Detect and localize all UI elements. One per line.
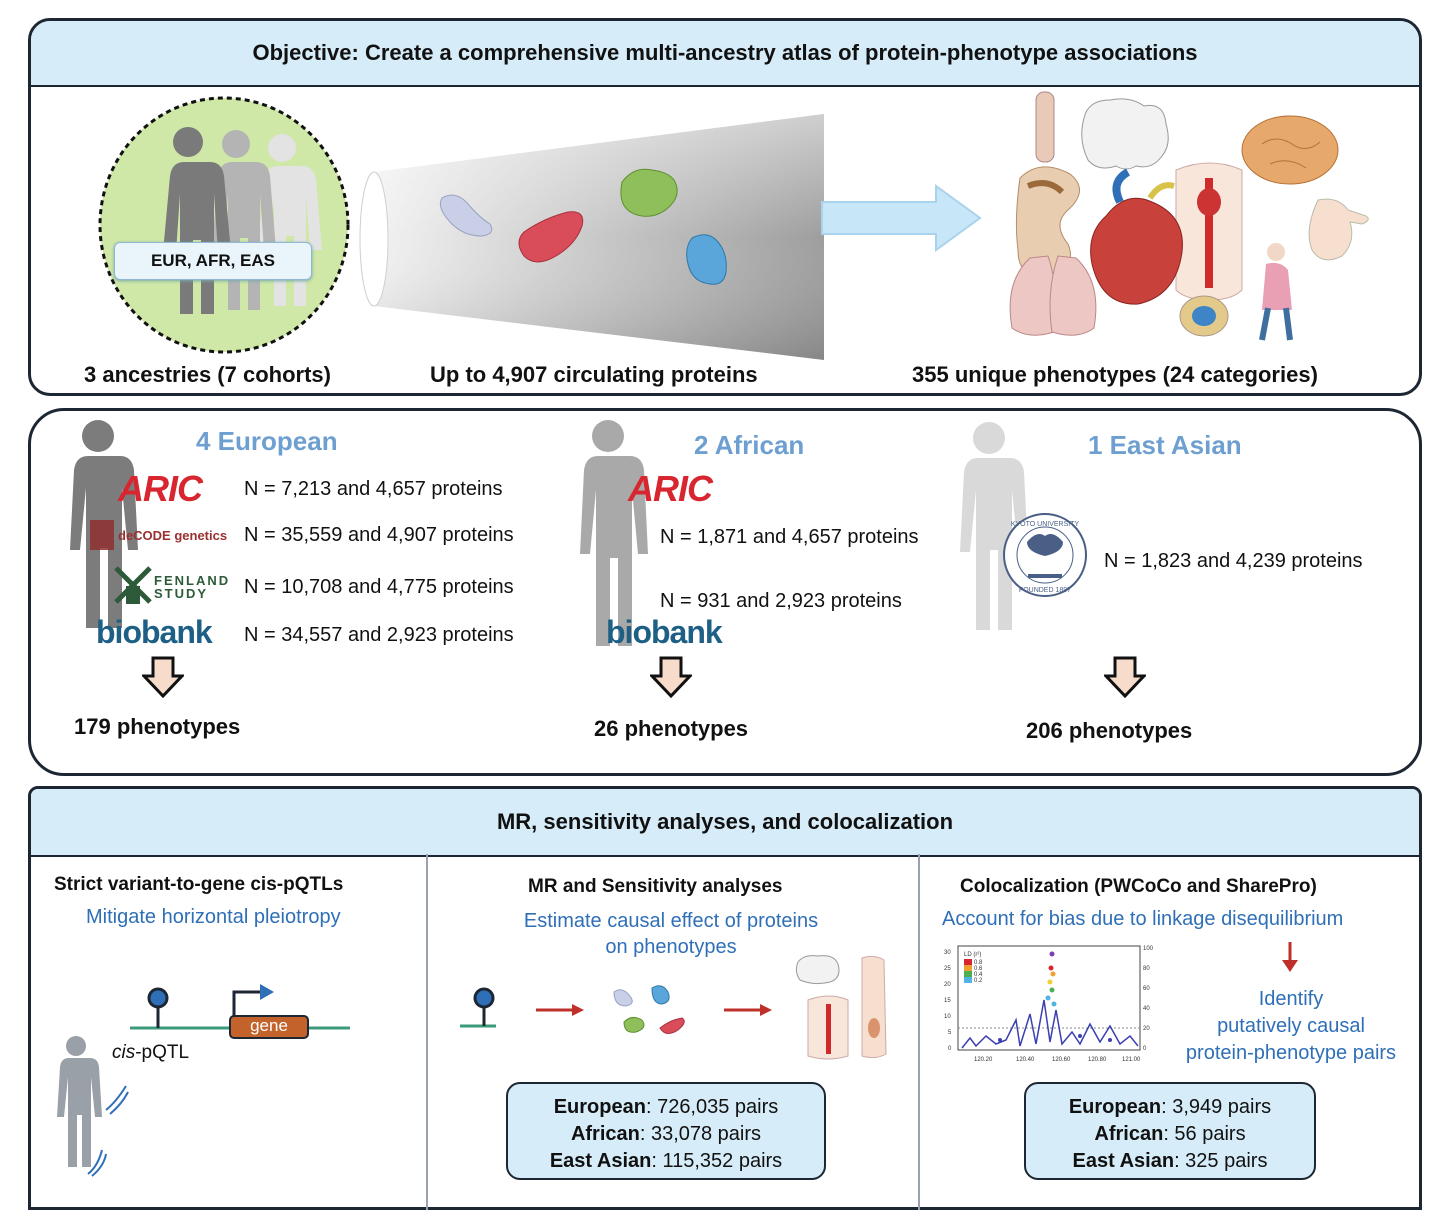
mr-subtitle: Estimate causal effect of proteins on ph…	[523, 910, 819, 958]
gene-diagram	[130, 984, 350, 1039]
column-divider	[918, 854, 920, 1210]
african-result: 26 phenotypes	[594, 716, 749, 741]
analysis-title: MR, sensitivity analyses, and colocaliza…	[31, 789, 1419, 857]
down-red-arrow-icon	[1282, 942, 1298, 972]
caption-phenotypes: 355 unique phenotypes (24 categories)	[912, 362, 1318, 387]
lungs-icon	[1009, 255, 1097, 336]
down-arrow-icon	[1104, 656, 1146, 698]
afr-biobank-text: N = 931 and 2,923 proteins	[660, 590, 902, 612]
person-dna-icon	[57, 1036, 129, 1177]
mr-stat-european: European: 726,035 pairs	[553, 1096, 779, 1118]
hand-icon	[1308, 198, 1369, 261]
flow-arrow	[821, 184, 982, 252]
svg-text:120.20: 120.20	[974, 1057, 993, 1063]
cis-pqtl-heading: Strict variant-to-gene cis-pQTLs	[54, 874, 344, 895]
down-arrow-icon	[142, 656, 184, 698]
coloc-heading: Colocalization (PWCoCo and SharePro)	[960, 876, 1317, 897]
svg-text:120.40: 120.40	[1016, 1057, 1035, 1063]
mr-stat-african: African: 33,078 pairs	[570, 1123, 762, 1145]
brain-slice-icon	[795, 955, 840, 985]
cell-icon	[1179, 295, 1229, 337]
leg-icon	[861, 955, 887, 1059]
african-silhouette	[580, 420, 648, 646]
svg-text:15: 15	[944, 998, 951, 1004]
svg-text:KYOTO UNIVERSITY: KYOTO UNIVERSITY	[1011, 521, 1080, 528]
identify-text: Identify putatively causal protein-pheno…	[1185, 988, 1397, 1064]
biobank-logo-eur: biobank	[96, 614, 213, 650]
svg-text:10: 10	[944, 1014, 951, 1020]
ancestry-group-illustration	[98, 96, 350, 354]
cis-pqtl-subtitle: Mitigate horizontal pleiotropy	[86, 906, 341, 928]
svg-text:60: 60	[1143, 986, 1150, 992]
caption-proteins: Up to 4,907 circulating proteins	[430, 362, 758, 387]
svg-text:100: 100	[1143, 946, 1154, 952]
svg-text:LD (r²): LD (r²)	[964, 952, 981, 958]
kyoto-seal-logo: KYOTO UNIVERSITY FOUNDED 1897	[1003, 513, 1087, 597]
gene-label: gene	[250, 1016, 288, 1035]
svg-text:FOUNDED 1897: FOUNDED 1897	[1019, 587, 1071, 594]
ancestries-badge: EUR, AFR, EAS	[114, 242, 312, 280]
brain-icon	[1241, 115, 1339, 185]
african-heading: 2 African	[694, 430, 805, 460]
svg-text:0: 0	[1143, 1046, 1147, 1052]
afr-aric-text: N = 1,871 and 4,657 proteins	[660, 526, 919, 548]
locus-zoom-plot: 30 25 20 15 10 5 0 100 80 60 40 20 0 120…	[944, 945, 1154, 1063]
svg-text:5: 5	[948, 1030, 952, 1036]
fenland-logo: FENLAND STUDY	[112, 564, 240, 608]
mr-stats-box: European: 726,035 pairs African: 33,078 …	[506, 1082, 826, 1180]
coloc-subtitle: Account for bias due to linkage disequil…	[942, 908, 1344, 930]
windmill-icon	[114, 566, 152, 604]
aric-logo-afr: ARIC	[628, 468, 713, 509]
torso-icon	[1175, 162, 1243, 301]
caption-ancestries: 3 ancestries (7 cohorts)	[84, 362, 331, 387]
svg-text:0.4: 0.4	[974, 972, 983, 978]
column-divider	[426, 854, 428, 1210]
east-asian-result: 206 phenotypes	[1026, 718, 1193, 743]
objective-title: Objective: Create a comprehensive multi-…	[31, 21, 1419, 87]
eur-biobank-text: N = 34,557 and 2,923 proteins	[244, 624, 514, 646]
east-asian-heading: 1 East Asian	[1088, 430, 1242, 460]
svg-text:80: 80	[1143, 966, 1150, 972]
svg-text:120.80: 120.80	[1088, 1057, 1107, 1063]
svg-text:30: 30	[944, 950, 951, 956]
european-result: 179 phenotypes	[74, 714, 241, 739]
mr-heading: MR and Sensitivity analyses	[528, 876, 783, 897]
eur-decode-text: N = 35,559 and 4,907 proteins	[244, 524, 514, 546]
svg-text:120.60: 120.60	[1052, 1057, 1071, 1063]
svg-text:20: 20	[944, 982, 951, 988]
brain-slice-icon	[1081, 98, 1169, 170]
coloc-stats-box: European: 3,949 pairs African: 56 pairs …	[1024, 1082, 1316, 1180]
svg-text:0.6: 0.6	[974, 966, 983, 972]
mr-flow-diagram	[460, 955, 887, 1060]
european-heading: 4 European	[196, 426, 338, 456]
svg-text:25: 25	[944, 966, 951, 972]
heart-icon	[1090, 168, 1183, 305]
svg-text:0: 0	[948, 1046, 952, 1052]
east-asian-silhouette	[960, 422, 1028, 630]
ld-points	[998, 951, 1112, 1042]
coloc-stat-east-asian: East Asian: 325 pairs	[1072, 1150, 1268, 1172]
organs-illustration	[1009, 91, 1369, 341]
coloc-stat-european: European: 3,949 pairs	[1068, 1096, 1272, 1118]
mr-stat-east-asian: East Asian: 115,352 pairs	[549, 1150, 783, 1172]
cohort-panel	[28, 408, 1422, 776]
svg-text:121.00: 121.00	[1122, 1057, 1141, 1063]
digestive-icon	[1015, 91, 1080, 276]
eur-aric-text: N = 7,213 and 4,657 proteins	[244, 478, 503, 500]
protein-cone-illustration	[359, 114, 824, 360]
svg-text:20: 20	[1143, 1026, 1150, 1032]
decode-logo: deCODE genetics	[90, 520, 240, 550]
coloc-stat-african: African: 56 pairs	[1094, 1123, 1246, 1145]
down-arrow-icon	[650, 656, 692, 698]
svg-text:0.2: 0.2	[974, 978, 983, 984]
svg-text:0.8: 0.8	[974, 960, 983, 966]
biobank-logo-afr: biobank	[606, 614, 723, 650]
eas-kyoto-text: N = 1,823 and 4,239 proteins	[1104, 550, 1363, 572]
aric-logo-eur: ARIC	[118, 468, 203, 509]
svg-text:40: 40	[1143, 1006, 1150, 1012]
elderly-person-icon	[1259, 243, 1293, 341]
eur-fenland-text: N = 10,708 and 4,775 proteins	[244, 576, 514, 598]
cis-pqtl-label: cis-pQTL	[112, 1042, 190, 1063]
